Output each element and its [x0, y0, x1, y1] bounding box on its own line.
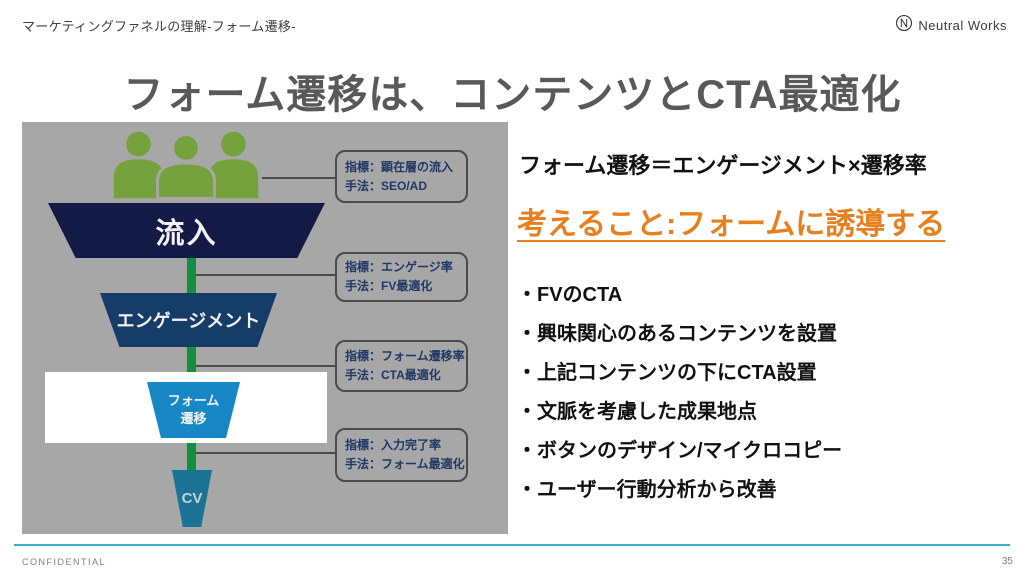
funnel-stage-cv: CV — [172, 470, 212, 527]
stage-label: 流入 — [155, 217, 218, 250]
stage-label: CV — [181, 490, 203, 507]
callout-inflow: 指標：顕在層の流入 手法：SEO/AD — [335, 150, 468, 203]
company-logo: Neutral Works — [895, 14, 1007, 37]
callout-method: 手法：フォーム最適化 — [345, 457, 465, 471]
funnel-stage-engagement: エンゲージメント — [100, 293, 277, 347]
connector-line-3 — [196, 365, 335, 367]
page-title: フォーム遷移は、コンテンツとCTA最適化 — [123, 73, 902, 117]
list-item: ・ボタンのデザイン/マイクロコピー — [517, 440, 843, 462]
page-number: 35 — [1001, 556, 1013, 567]
callout-method: 手法：FV最適化 — [345, 279, 433, 293]
neutral-works-logo-icon — [895, 14, 913, 37]
logo-text: Neutral Works — [918, 18, 1007, 33]
bullet-list: ・FVのCTA ・興味関心のあるコンテンツを設置 ・上記コンテンツの下にCTA設… — [517, 276, 842, 510]
list-item: ・ユーザー行動分析から改善 — [517, 479, 777, 501]
callout-metric: 指標：エンゲージ率 — [345, 260, 453, 274]
footer-divider — [14, 544, 1010, 546]
funnel-diagram: 流入 エンゲージメント フォーム 遷移 CV 指標：顕在層の流入 手法：SEO/… — [22, 122, 508, 534]
funnel-connector — [187, 258, 196, 472]
list-item: ・興味関心のあるコンテンツを設置 — [517, 323, 837, 345]
formula-text: フォーム遷移＝エンゲージメント×遷移率 — [519, 153, 927, 178]
list-item: ・文脈を考慮した成果地点 — [517, 401, 757, 423]
callout-completion: 指標：入力完了率 手法：フォーム最適化 — [335, 428, 468, 482]
connector-line-1 — [262, 177, 335, 179]
connector-line-4 — [196, 452, 335, 454]
callout-form-transition: 指標：フォーム遷移率 手法：CTA最適化 — [335, 340, 468, 392]
callout-metric: 指標：フォーム遷移率 — [345, 349, 465, 363]
audience-icon — [110, 131, 262, 204]
callout-metric: 指標：顕在層の流入 — [345, 159, 454, 174]
connector-line-2 — [196, 274, 335, 276]
callout-metric: 指標：入力完了率 — [345, 438, 442, 452]
funnel-stage-form-transition: フォーム 遷移 — [147, 382, 240, 438]
callout-method: 手法：CTA最適化 — [345, 368, 441, 382]
callout-engagement: 指標：エンゲージ率 手法：FV最適化 — [335, 252, 468, 302]
stage-label: フォーム 遷移 — [167, 393, 220, 426]
highlight-heading: 考えること:フォームに誘導する — [517, 208, 946, 241]
list-item: ・上記コンテンツの下にCTA設置 — [517, 362, 817, 384]
funnel-stage-inflow: 流入 — [48, 203, 325, 258]
confidential-label: CONFIDENTIAL — [22, 557, 107, 567]
breadcrumb: マーケティングファネルの理解-フォーム遷移- — [22, 19, 296, 34]
callout-method: 手法：SEO/AD — [345, 178, 428, 193]
list-item: ・FVのCTA — [517, 284, 623, 306]
stage-label: エンゲージメント — [116, 311, 261, 331]
